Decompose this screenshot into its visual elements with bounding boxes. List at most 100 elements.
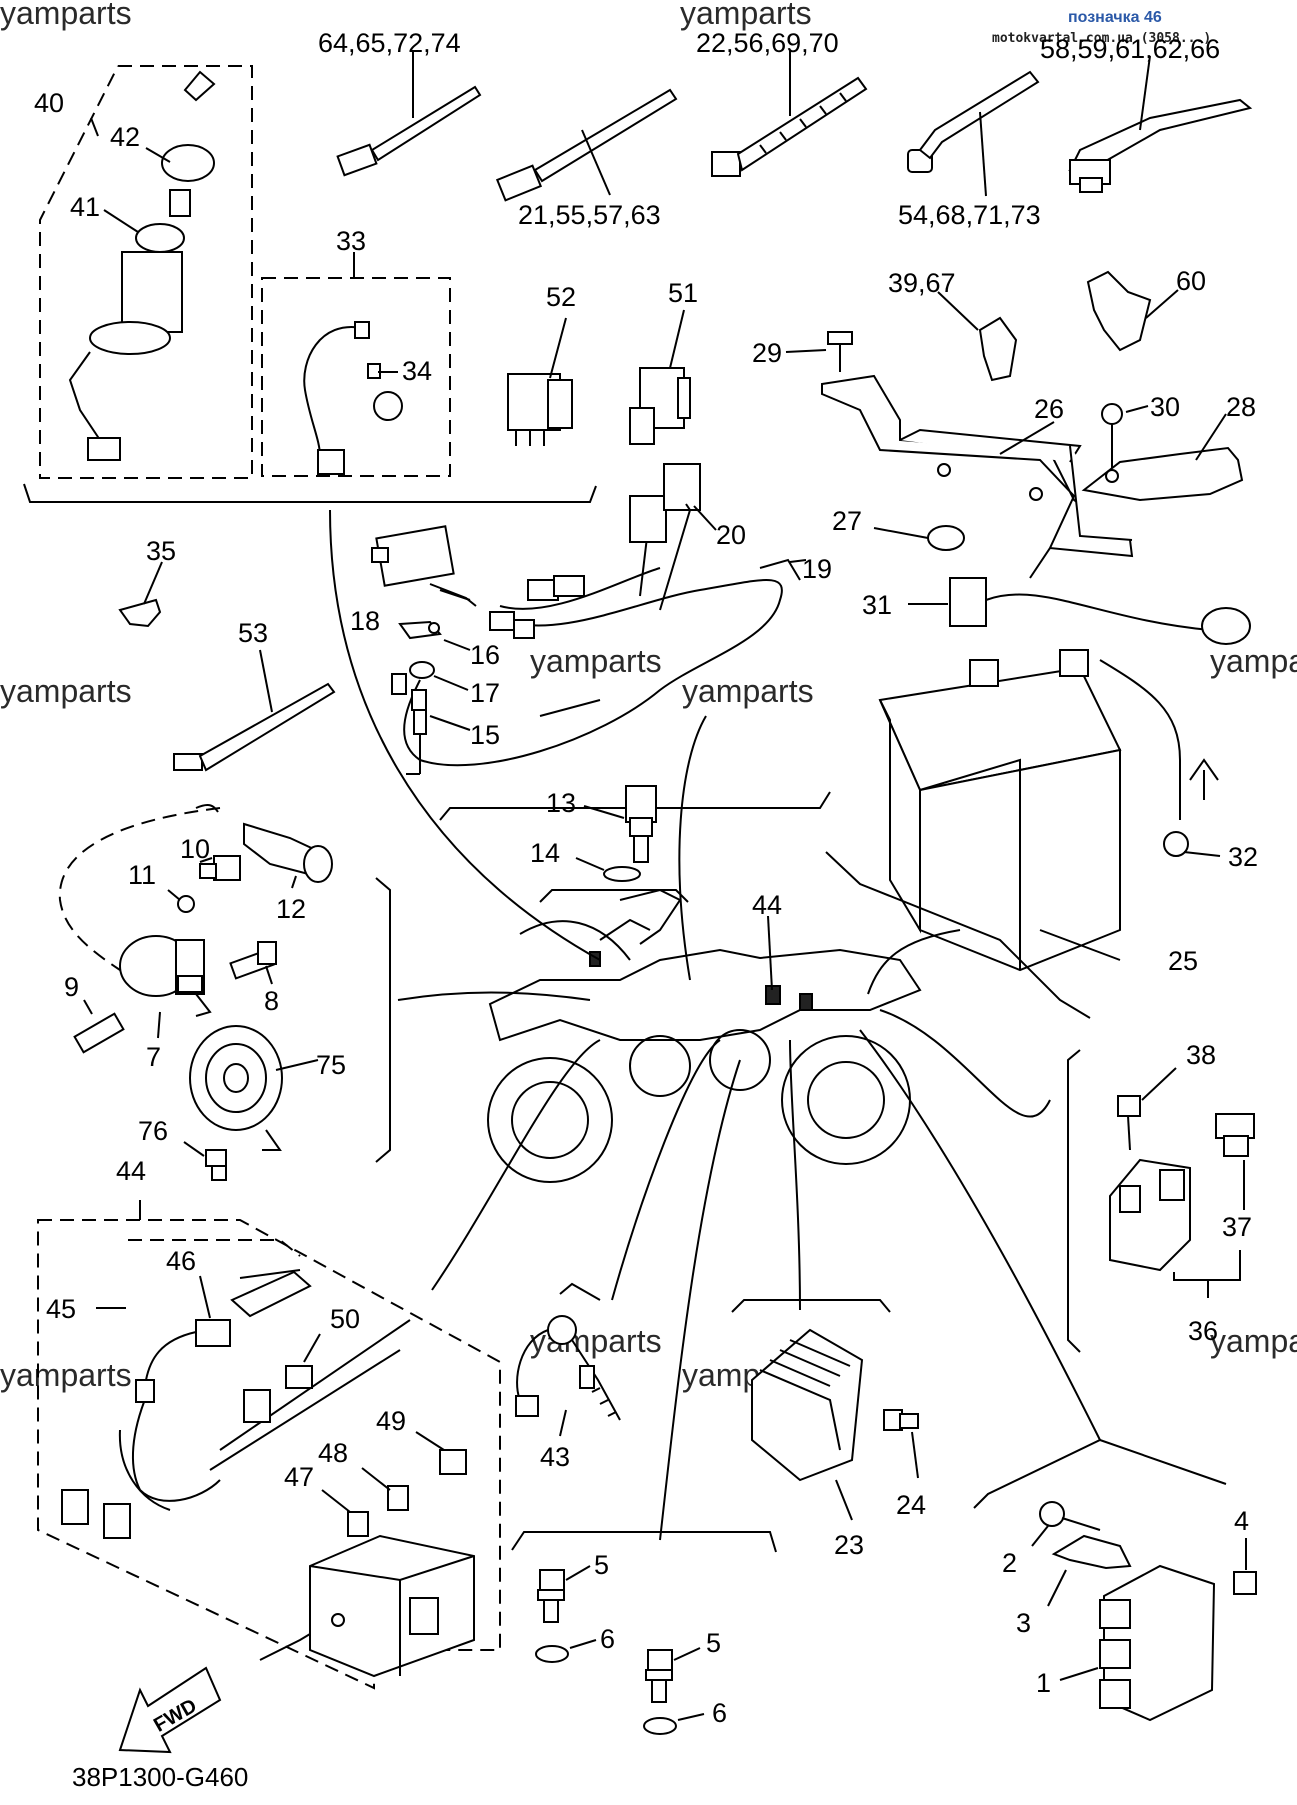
watermark-text: yamparts: [0, 673, 132, 709]
watermark-text: yamparts: [682, 673, 814, 709]
callout-6a: 6: [600, 1624, 615, 1654]
bracket-26: [821, 374, 1134, 579]
callout-46: 46: [166, 1246, 196, 1276]
cable-tie-53: [173, 682, 336, 772]
callout-58: 58,59,61,62,66: [1040, 34, 1220, 64]
callout-42: 42: [110, 122, 140, 152]
grommet-35: [118, 598, 162, 628]
callout-24: 24: [896, 1490, 926, 1520]
callout-18: 18: [350, 606, 380, 636]
bolt-29: [827, 331, 853, 372]
grommet-27: [927, 525, 965, 551]
terminal-16: [398, 620, 442, 640]
bolt-5b: [645, 1649, 673, 1703]
callout-1: 1: [1036, 1668, 1051, 1698]
callout-33: 33: [336, 226, 366, 256]
bolt-76: [205, 1149, 227, 1181]
callout-10: 10: [180, 834, 210, 864]
group-33-outline: [261, 277, 451, 477]
spacer-9: [73, 1012, 125, 1054]
battery-25: [878, 649, 1122, 972]
wire-harness-44: [61, 1269, 411, 1539]
sensor-43: [515, 1315, 621, 1421]
callout-22: 22,56,69,70: [696, 28, 839, 58]
callout-8: 8: [264, 986, 279, 1016]
callout-11: 11: [128, 860, 156, 890]
pointer-lines: [329, 509, 1101, 1541]
callout-27: 27: [832, 506, 862, 536]
callout-60: 60: [1176, 266, 1206, 296]
battery-cable-31: [949, 577, 1251, 645]
bracket-3: [1051, 1534, 1132, 1570]
callout-54: 54,68,71,73: [898, 200, 1041, 230]
cable-tie-21: [495, 88, 678, 202]
callout-19: 19: [802, 554, 832, 584]
bolt-15: [391, 673, 427, 775]
bracket-top: [23, 483, 597, 503]
plug-wire: [58, 807, 221, 971]
callout-13: 13: [546, 788, 576, 818]
cover-28: [1081, 446, 1244, 502]
screw-2: [1039, 1501, 1101, 1531]
callout-3: 3: [1016, 1608, 1031, 1638]
callout-14: 14: [530, 838, 560, 868]
callout-49: 49: [376, 1406, 406, 1436]
washer-11: [177, 895, 195, 913]
callout-25: 25: [1168, 946, 1198, 976]
cable-tie-22: [711, 76, 868, 177]
watermark-text: yamparts: [530, 643, 662, 679]
callout-32: 32: [1228, 842, 1258, 872]
callout-34: 34: [402, 356, 432, 386]
bolt-8: [229, 941, 277, 980]
callout-52: 52: [546, 282, 576, 312]
callout-6b: 6: [712, 1698, 727, 1728]
callout-35: 35: [146, 536, 176, 566]
watermark-text: yamparts: [1210, 643, 1297, 679]
callout-40: 40: [34, 88, 64, 118]
ignition-coil-7: [119, 935, 212, 1017]
bracket-battery: [825, 851, 1091, 1019]
main-switch-41: [68, 223, 185, 461]
callout-47: 47: [284, 1462, 314, 1492]
callout-21: 21,55,57,63: [518, 200, 661, 230]
switch-13: [625, 785, 657, 863]
bracket-bolts: [511, 1531, 777, 1553]
callout-31: 31: [862, 590, 892, 620]
callout-23: 23: [834, 1530, 864, 1560]
clip-60: [1086, 270, 1152, 352]
watermark-text: yamparts: [1210, 1323, 1297, 1359]
group-45-outline: [128, 1239, 301, 1257]
horn-75: [189, 1025, 283, 1151]
spark-plug-cap-12: [195, 804, 333, 883]
bracket-ignition: [375, 877, 391, 1163]
bolt-24: [883, 1409, 919, 1431]
starter-relay-36: [1109, 1158, 1191, 1272]
callout-9: 9: [64, 972, 79, 1002]
cable-tie-64: [336, 85, 482, 177]
callout-7: 7: [146, 1042, 161, 1072]
callout-41: 41: [70, 192, 100, 222]
header-title: позначка 46: [1068, 9, 1162, 26]
washer-14: [603, 866, 641, 882]
watermark-text: yamparts: [0, 0, 132, 31]
callout-48: 48: [318, 1438, 348, 1468]
callout-26: 26: [1034, 394, 1064, 424]
washer-6a: [535, 1645, 569, 1663]
flasher-relay-18: [371, 525, 477, 607]
bracket-43-top: [559, 1282, 601, 1301]
leader-36: [1173, 1250, 1241, 1281]
cdi-unit-1: [1099, 1564, 1216, 1722]
key-42: [161, 70, 216, 217]
bolt-38: [1117, 1095, 1141, 1151]
callout-43: 43: [540, 1442, 570, 1472]
cable-tie-54: [907, 70, 1040, 173]
callout-20: 20: [716, 520, 746, 550]
watermark-text: yamparts: [0, 1357, 132, 1393]
washer-17: [409, 661, 435, 679]
callout-12: 12: [276, 894, 306, 924]
callout-39: 39,67: [888, 268, 956, 298]
callout-16: 16: [470, 640, 500, 670]
callout-5b: 5: [706, 1628, 721, 1658]
